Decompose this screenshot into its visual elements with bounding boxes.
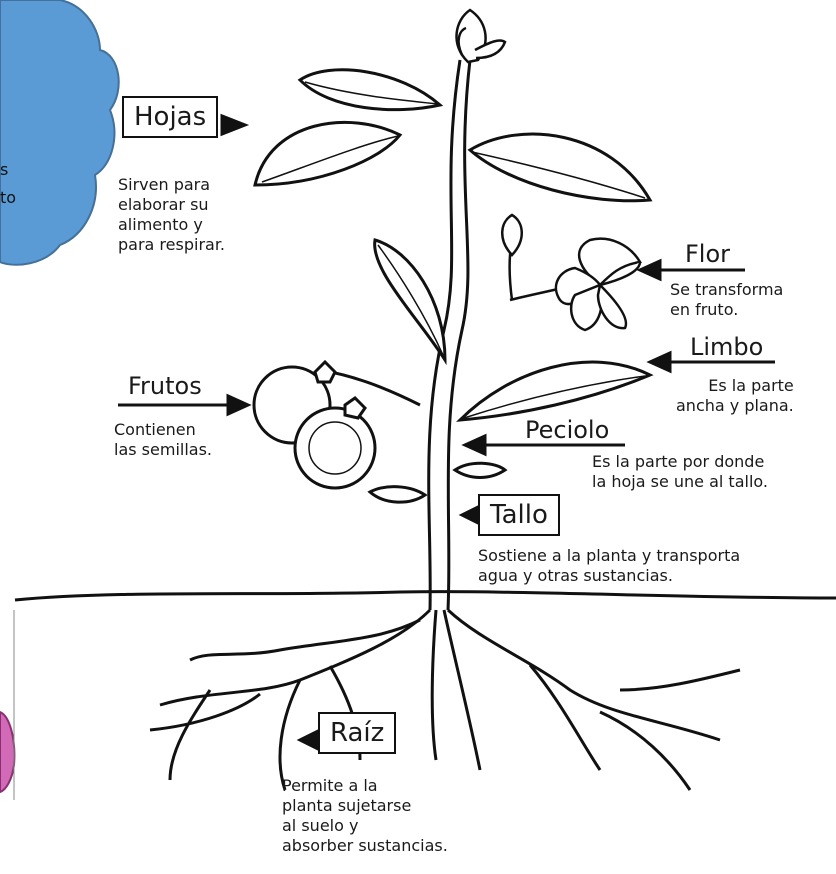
label-peciolo: Peciolo <box>525 416 610 444</box>
desc-raiz: Permite a la planta sujetarse al suelo y… <box>282 776 448 855</box>
ground-line <box>14 590 836 602</box>
desc-frutos: Contienen las semillas. <box>114 420 212 459</box>
leaf-veins <box>261 81 646 419</box>
label-tallo: Tallo <box>478 494 560 536</box>
desc-tallo: Sostiene a la planta y transporta agua y… <box>478 546 741 585</box>
roots <box>149 608 741 791</box>
desc-limbo: Es la parte ancha y plana. <box>676 376 794 415</box>
label-frutos: Frutos <box>128 372 202 400</box>
pointer-arrows <box>118 113 775 752</box>
label-flor: Flor <box>685 240 731 268</box>
label-raiz: Raíz <box>318 712 397 754</box>
cloud-text-line-2: to <box>0 188 17 207</box>
label-limbo: Limbo <box>690 333 764 361</box>
desc-hojas: Sirven para elaborar su alimento y para … <box>118 175 226 254</box>
cloud-text-line-1: s <box>0 160 9 179</box>
fruits <box>252 359 421 490</box>
stem <box>427 59 472 611</box>
label-hojas: Hojas <box>122 96 219 138</box>
flower <box>501 213 643 332</box>
top-bud <box>455 8 507 64</box>
cloud-shape <box>0 0 120 266</box>
desc-peciolo: Es la parte por donde la hoja se une al … <box>592 452 768 491</box>
desc-flor: Se transforma en fruto. <box>670 280 784 319</box>
pink-fragment <box>0 710 16 794</box>
